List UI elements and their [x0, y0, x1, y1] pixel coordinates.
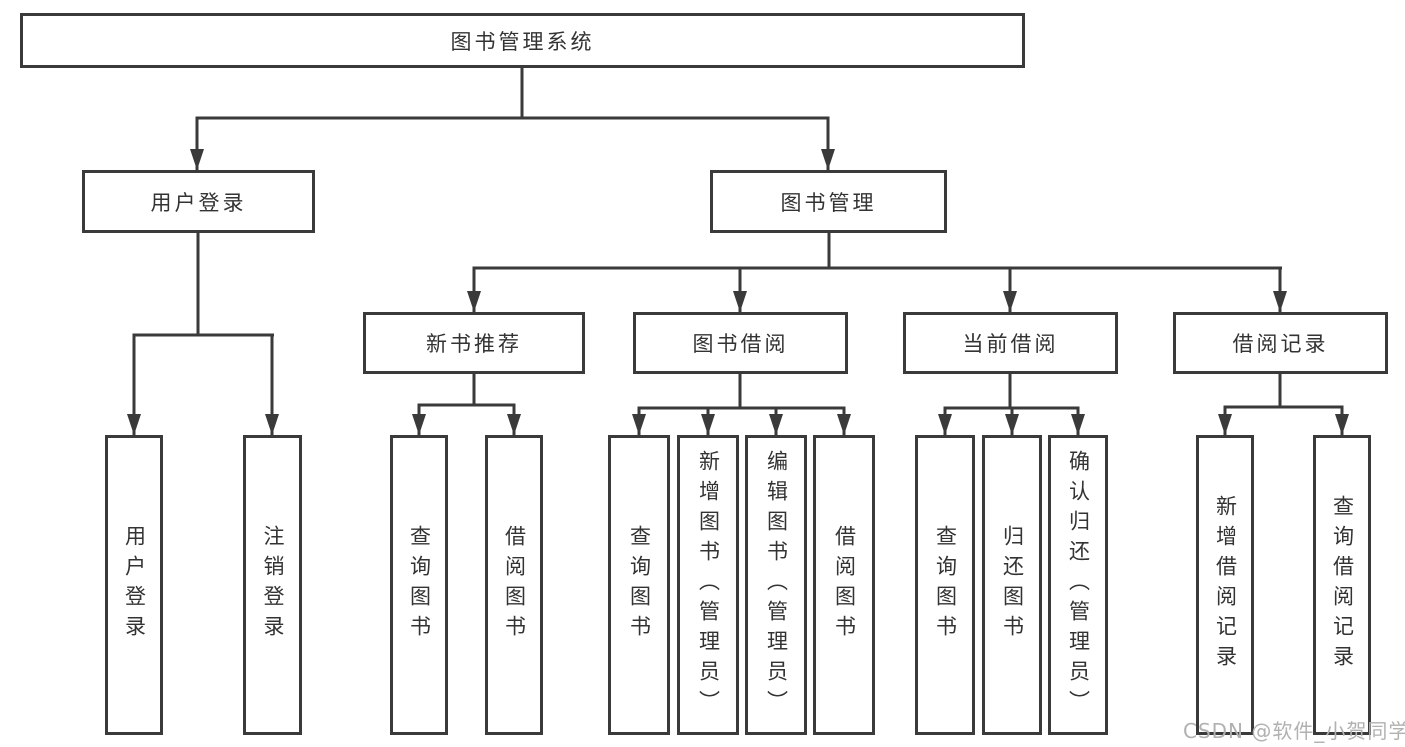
node-label: 新增图书（管理员） — [696, 450, 721, 720]
leaf-add-borrow-record: 新增借阅记录 — [1196, 435, 1254, 735]
node-label: 图书借阅 — [692, 332, 789, 356]
leaf-borrow-books-recommend: 借阅图书 — [485, 435, 543, 735]
node-label: 图书管理系统 — [450, 29, 595, 54]
node-new-book-recommendation: 新书推荐 — [363, 312, 585, 374]
node-label: 查询图书 — [627, 525, 652, 645]
node-label: 确认归还（管理员） — [1066, 450, 1091, 720]
node-label: 查询图书 — [933, 525, 958, 645]
node-current-borrowing: 当前借阅 — [903, 312, 1118, 374]
node-book-borrowing: 图书借阅 — [633, 312, 848, 374]
node-label: 用户登录 — [122, 525, 147, 645]
leaf-add-book-admin: 新增图书（管理员） — [677, 435, 739, 735]
node-label: 查询借阅记录 — [1330, 495, 1355, 675]
csdn-watermark: CSDN @软件_小贺同学 — [1183, 719, 1405, 743]
node-label: 借阅图书 — [832, 525, 857, 645]
leaf-query-books-current: 查询图书 — [915, 435, 975, 735]
leaf-return-book: 归还图书 — [982, 435, 1042, 735]
node-label: 编辑图书（管理员） — [764, 450, 789, 720]
node-label: 查询图书 — [407, 525, 432, 645]
node-library-management-system: 图书管理系统 — [20, 13, 1025, 68]
node-label: 归还图书 — [1000, 525, 1025, 645]
node-label: 当前借阅 — [962, 332, 1059, 356]
node-label: 用户登录 — [150, 190, 247, 215]
leaf-user-login: 用户登录 — [105, 435, 163, 735]
leaf-logout: 注销登录 — [243, 435, 302, 735]
node-user-login: 用户登录 — [82, 170, 315, 233]
node-label: 新书推荐 — [426, 332, 522, 356]
leaf-query-books-borrowing: 查询图书 — [608, 435, 670, 735]
leaf-query-borrow-record: 查询借阅记录 — [1313, 435, 1371, 735]
leaf-confirm-return-admin: 确认归还（管理员） — [1048, 435, 1108, 735]
node-label: 借阅图书 — [502, 525, 527, 645]
leaf-borrow-books-borrowing: 借阅图书 — [813, 435, 875, 735]
node-label: 注销登录 — [261, 525, 286, 645]
node-label: 图书管理 — [780, 190, 877, 215]
node-label: 新增借阅记录 — [1213, 495, 1238, 675]
node-borrowing-records: 借阅记录 — [1173, 312, 1388, 374]
node-book-management: 图书管理 — [710, 170, 947, 233]
leaf-edit-book-admin: 编辑图书（管理员） — [745, 435, 807, 735]
leaf-query-books-recommend: 查询图书 — [390, 435, 448, 735]
node-label: 借阅记录 — [1232, 332, 1329, 356]
